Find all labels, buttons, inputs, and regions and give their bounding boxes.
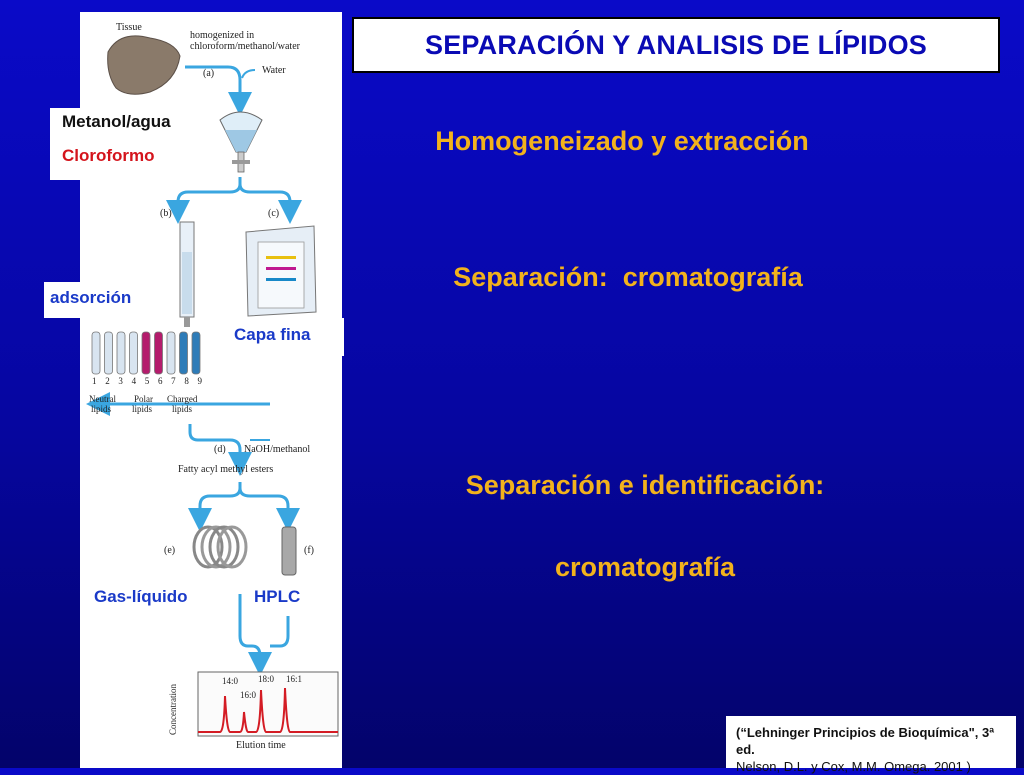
fraction-tube <box>179 331 188 375</box>
step-b-label: (b) <box>160 208 172 219</box>
heading-separacion: Separación: cromatografía <box>453 262 803 292</box>
tube-number: 7 <box>171 376 176 386</box>
gc-coil-icon <box>192 525 248 569</box>
hplc-column-icon <box>281 526 297 576</box>
neutral-lipids-label-2: lipids <box>91 404 112 414</box>
adsorcion-label: adsorción <box>44 282 162 318</box>
fraction-tubes-icon <box>91 331 201 375</box>
reference-box: (“Lehninger Principios de Bioquímica", 3… <box>726 716 1016 774</box>
separatory-funnel-icon <box>219 111 263 173</box>
step-c-label: (c) <box>268 208 280 219</box>
hplc-label: HPLC <box>248 582 324 616</box>
peak-label-18-0: 18:0 <box>258 674 275 684</box>
fraction-tube <box>166 331 176 375</box>
tube-numbers: 1 2 3 4 5 6 7 8 9 <box>92 376 202 387</box>
polar-lipids-label-2: lipids <box>132 404 153 414</box>
chromatogram-xlabel: Elution time <box>236 740 286 751</box>
reference-line-2: Nelson, D.L. y Cox, M.M. Omega. 2001 ) <box>736 759 971 774</box>
peak-label-16-1: 16:1 <box>286 674 303 684</box>
fraction-tube <box>191 331 201 375</box>
solvent-label-box: Metanol/agua Cloroformo <box>50 108 206 180</box>
fraction-tube <box>154 331 163 375</box>
chromatogram-chart <box>197 671 339 737</box>
fraction-tube <box>91 331 101 375</box>
tube-number: 6 <box>157 376 163 386</box>
homogenized-label-2: chloroform/methanol/water <box>190 41 300 52</box>
fraction-tube <box>104 331 113 375</box>
fraction-tube <box>116 331 126 375</box>
fraction-tube <box>141 331 151 375</box>
neutral-lipids-label-1: Neutral <box>89 394 116 404</box>
tube-number: 3 <box>118 376 123 386</box>
tissue-label: Tissue <box>116 22 142 33</box>
slide-title: SEPARACIÓN Y ANALISIS DE LÍPIDOS <box>425 29 927 60</box>
gas-liquido-label: Gas-líquido <box>88 582 228 616</box>
charged-lipids-label-1: Charged <box>167 394 198 404</box>
heading-separacion-identificacion: Separación e identificación: <box>465 470 825 500</box>
step-e-label: (e) <box>164 545 176 556</box>
metanol-agua-label: Metanol/agua <box>62 112 171 131</box>
charged-lipids-label-2: lipids <box>172 404 193 414</box>
tissue-shape <box>107 35 181 95</box>
capa-fina-label: Capa fina <box>228 318 344 356</box>
peak-label-14-0: 14:0 <box>222 676 239 686</box>
chromatography-column-icon <box>179 221 195 327</box>
tube-number: 9 <box>197 376 203 386</box>
slide-title-box: SEPARACIÓN Y ANALISIS DE LÍPIDOS <box>352 17 1000 73</box>
chromatogram-ylabel: Concentration <box>168 684 178 735</box>
naoh-label: NaOH/methanol <box>244 444 311 455</box>
peak-label-16-0: 16:0 <box>240 690 257 700</box>
lipid-analysis-diagram <box>86 35 339 737</box>
tlc-plate-icon <box>245 225 317 317</box>
tube-number: 2 <box>105 376 110 386</box>
heading-homogeneizado: Homogeneizado y extracción <box>435 126 809 156</box>
step-f-label: (f) <box>304 545 314 556</box>
tube-number: 1 <box>92 376 97 386</box>
step-d-label: (d) <box>214 444 226 455</box>
step-a-label: (a) <box>203 68 215 79</box>
reference-line-1: (“Lehninger Principios de Bioquímica", 3… <box>736 725 995 757</box>
water-label: Water <box>262 65 286 76</box>
tube-number: 8 <box>184 376 189 386</box>
polar-lipids-label-1: Polar <box>134 394 153 404</box>
fraction-tube <box>129 331 138 375</box>
tube-number: 4 <box>131 376 137 386</box>
cloroformo-label: Cloroformo <box>62 146 155 165</box>
heading-cromatografia: cromatografía <box>554 552 736 582</box>
tube-number: 5 <box>144 376 150 386</box>
homogenized-label-1: homogenized in <box>190 30 255 41</box>
fatty-esters-label: Fatty acyl methyl esters <box>178 464 274 475</box>
